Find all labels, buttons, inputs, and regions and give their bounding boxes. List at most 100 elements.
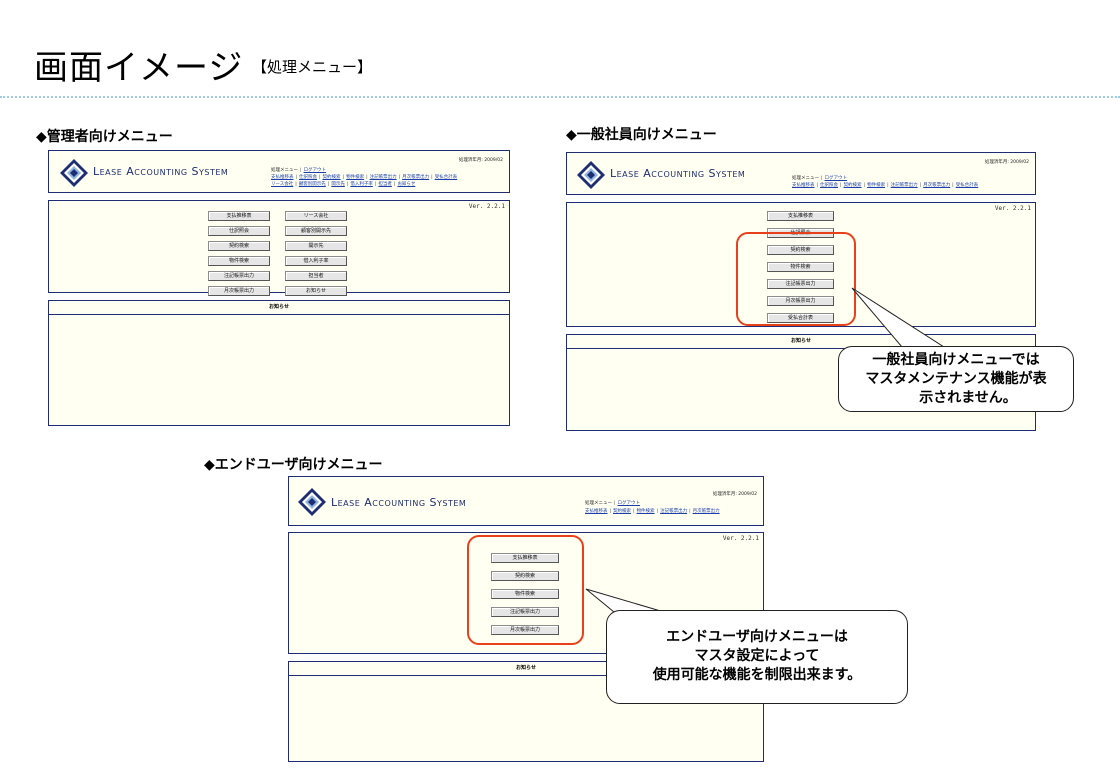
diamond-logo-icon [59, 158, 89, 188]
nav-link[interactable]: 支払推移表 [271, 175, 294, 180]
callout-general-line-1: 一般社員向けメニューでは [872, 352, 1040, 368]
menu-panel: Ver. 2.2.1 支払推移表仕訳照会契約検索物件検索注記帳票出力月次帳票出力… [48, 200, 510, 311]
menu-button[interactable]: 物件検索 [767, 262, 834, 272]
menu-link[interactable]: 処理メニュー [792, 176, 819, 181]
highlight-outline-general [736, 232, 856, 326]
nav-link[interactable]: 受払合計表 [955, 183, 979, 188]
nav-link[interactable]: 支払推移表 [792, 183, 815, 188]
menu-button[interactable]: 月次帳票出力 [767, 296, 834, 306]
menu-button[interactable]: 支払推移表 [767, 211, 834, 221]
menu-button[interactable]: 契約検索 [767, 245, 834, 255]
menu-button[interactable]: 受払合計表 [767, 313, 834, 323]
menu-button[interactable]: 物件検索 [491, 589, 559, 599]
nav-link[interactable]: 注記帳票出力 [890, 183, 918, 188]
logout-link[interactable]: ログアウト [617, 501, 641, 506]
app-header: Lease Accounting System 処理済年月: 2009/02 処… [566, 152, 1036, 195]
nav-top-row: 処理メニュー|ログアウト [271, 168, 327, 173]
menu-button[interactable]: 月次帳票出力 [491, 625, 559, 635]
slide-subtitle: 【処理メニュー】 [252, 58, 373, 76]
logout-link[interactable]: ログアウト [303, 168, 327, 173]
nav-link[interactable]: 注記帳票出力 [660, 509, 688, 514]
menu-button[interactable]: 契約検索 [208, 241, 270, 251]
callout-enduser: エンドユーザ向けメニューは マスタ設定によって 使用可能な機能を制限出来ます。 [606, 610, 908, 704]
nav-link[interactable]: 月次帳票出力 [692, 509, 720, 514]
admin-screen: Lease Accounting System 処理済年月: 2009/02 処… [48, 150, 510, 426]
nav-top-row: 処理メニュー|ログアウト [585, 501, 641, 506]
diamond-logo-icon [576, 160, 606, 190]
nav-link[interactable]: 物件検索 [636, 509, 655, 514]
nav-link[interactable]: お知らせ [397, 182, 416, 187]
notice-title: お知らせ [49, 301, 509, 315]
nav-link[interactable]: 月次帳票出力 [923, 183, 951, 188]
nav-link[interactable]: 仕訳照会 [299, 175, 318, 180]
menu-link[interactable]: 処理メニュー [585, 501, 612, 506]
nav-link[interactable]: 開示先 [331, 182, 345, 187]
general-screen: Lease Accounting System 処理済年月: 2009/02 処… [566, 152, 1036, 431]
version-label: Ver. 2.2.1 [722, 535, 759, 542]
notice-panel: お知らせ [48, 300, 510, 426]
nav-top-row: 処理メニュー|ログアウト [792, 176, 848, 181]
callout-general-line-3: 示されません。 [919, 390, 1017, 406]
menu-button[interactable]: 注記帳票出力 [767, 279, 834, 289]
nav-row-1: 支払推移表|契約検索|物件検索|注記帳票出力|月次帳票出力 [585, 509, 720, 514]
diamond-logo-icon [297, 487, 327, 517]
nav-link[interactable]: 月次帳票出力 [402, 175, 430, 180]
nav-row-1: 支払推移表|仕訳照会|契約検索|物件検索|注記帳票出力|月次帳票出力|受払合計表 [792, 183, 979, 188]
nav-link[interactable]: 仕訳照会 [820, 183, 839, 188]
callout-enduser-line-2: マスタ設定によって [694, 648, 820, 664]
callout-general: 一般社員向けメニューでは マスタメンテナンス機能が表 示されません。 [838, 346, 1074, 412]
nav-link[interactable]: 注記帳票出力 [369, 175, 397, 180]
nav-link[interactable]: 契約検索 [843, 183, 862, 188]
menu-button[interactable]: 借入利子率 [285, 256, 347, 266]
callout-enduser-line-1: エンドユーザ向けメニューは [666, 629, 848, 645]
system-name: Lease Accounting System [331, 496, 467, 509]
app-header: Lease Accounting System 処理済年月: 2009/02 処… [288, 476, 764, 526]
title-divider [0, 96, 1120, 98]
menu-button[interactable]: 注記帳票出力 [208, 271, 270, 281]
slide-title: 画面イメージ [34, 48, 244, 88]
notice-title: お知らせ [567, 335, 1035, 349]
menu-button[interactable]: 支払推移表 [491, 553, 559, 563]
menu-button[interactable]: 契約検索 [491, 571, 559, 581]
menu-button[interactable]: お知らせ [285, 286, 347, 296]
menu-button[interactable]: 仕訳照会 [208, 226, 270, 236]
highlight-outline-enduser [467, 535, 584, 645]
processing-date: 処理済年月: 2009/02 [712, 492, 757, 497]
menu-button[interactable]: 支払推移表 [208, 211, 270, 221]
version-label: Ver. 2.2.1 [468, 203, 505, 210]
nav-link[interactable]: 借入利子率 [350, 182, 373, 187]
menu-link[interactable]: 処理メニュー [271, 168, 298, 173]
section-label-admin: ◆管理者向けメニュー [36, 129, 173, 145]
nav-link[interactable]: 物件検索 [346, 175, 365, 180]
menu-panel: Ver. 2.2.1 支払推移表契約検索物件検索注記帳票出力月次帳票出力 [288, 532, 764, 654]
nav-link[interactable]: 担当者 [378, 182, 392, 187]
menu-button[interactable]: リース会社 [285, 211, 347, 221]
logout-link[interactable]: ログアウト [824, 176, 848, 181]
menu-button[interactable]: 開示先 [285, 241, 347, 251]
menu-panel: Ver. 2.2.1 支払推移表仕訳照会契約検索物件検索注記帳票出力月次帳票出力… [566, 202, 1036, 327]
nav-link[interactable]: 支払推移表 [585, 509, 608, 514]
menu-button[interactable]: 顧客別開示先 [285, 226, 347, 236]
nav-link[interactable]: 契約検索 [613, 509, 632, 514]
nav-link[interactable]: 受払合計表 [434, 175, 458, 180]
system-name: Lease Accounting System [610, 167, 746, 180]
menu-button[interactable]: 物件検索 [208, 256, 270, 266]
callout-general-line-2: マスタメンテナンス機能が表 [865, 371, 1047, 387]
nav-link[interactable]: リース会社 [271, 182, 294, 187]
nav-row-2: リース会社|顧客別開示先|開示先|借入利子率|担当者|お知らせ [271, 182, 416, 187]
nav-link[interactable]: 物件検索 [867, 183, 886, 188]
processing-date: 処理済年月: 2009/02 [458, 158, 503, 163]
notice-title: お知らせ [289, 662, 763, 676]
app-header: Lease Accounting System 処理済年月: 2009/02 処… [48, 150, 510, 193]
version-label: Ver. 2.2.1 [994, 205, 1031, 212]
enduser-screen: Lease Accounting System 処理済年月: 2009/02 処… [288, 476, 764, 762]
section-label-general: ◆一般社員向けメニュー [566, 127, 717, 143]
nav-row-1: 支払推移表|仕訳照会|契約検索|物件検索|注記帳票出力|月次帳票出力|受払合計表 [271, 175, 458, 180]
menu-button[interactable]: 担当者 [285, 271, 347, 281]
section-label-enduser: ◆エンドユーザ向けメニュー [204, 457, 383, 473]
menu-button[interactable]: 月次帳票出力 [208, 286, 270, 296]
processing-date: 処理済年月: 2009/02 [984, 160, 1029, 165]
menu-button[interactable]: 注記帳票出力 [491, 607, 559, 617]
nav-link[interactable]: 顧客別開示先 [298, 182, 326, 187]
nav-link[interactable]: 契約検索 [322, 175, 341, 180]
